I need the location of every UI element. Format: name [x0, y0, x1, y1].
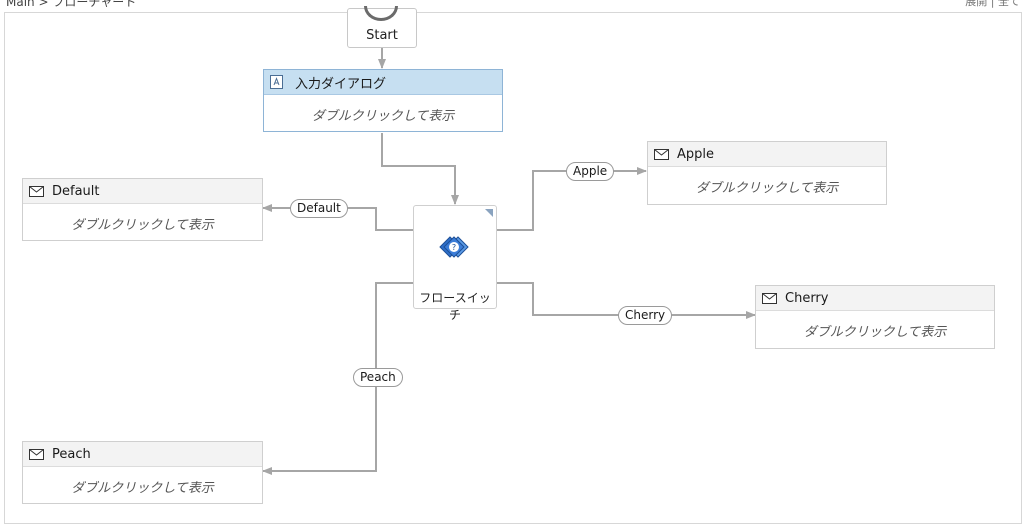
envelope-icon: [654, 148, 669, 160]
input-dialog-activity[interactable]: 入力ダイアログ ダブルクリックして表示: [263, 69, 503, 132]
svg-text:?: ?: [452, 243, 456, 252]
flow-switch-icon: ?: [439, 236, 469, 258]
peach-title: Peach: [52, 446, 91, 462]
default-title: Default: [52, 183, 100, 199]
envelope-icon: [762, 292, 777, 304]
cherry-header[interactable]: Cherry: [756, 286, 994, 311]
peach-header[interactable]: Peach: [23, 442, 262, 467]
case-label-apple[interactable]: Apple: [566, 162, 615, 181]
input-dialog-title: 入力ダイアログ: [295, 76, 387, 92]
case-label-default[interactable]: Default: [290, 199, 348, 218]
envelope-icon: [29, 185, 44, 197]
breadcrumb[interactable]: Main > フローチャート: [6, 0, 137, 9]
case-label-peach[interactable]: Peach: [353, 368, 403, 387]
switch-corner-marker: [485, 209, 493, 217]
start-label: Start: [366, 28, 398, 43]
cherry-hint: ダブルクリックして表示: [803, 325, 947, 340]
dialog-icon: [270, 75, 283, 89]
cherry-title: Cherry: [785, 290, 829, 306]
peach-hint: ダブルクリックして表示: [71, 481, 214, 496]
header-controls[interactable]: 展開 | 全て: [965, 0, 1020, 8]
flow-switch-label: フロースイッチ: [419, 291, 491, 322]
message-box-apple[interactable]: Apple ダブルクリックして表示: [647, 141, 887, 205]
flowchart-canvas[interactable]: [4, 12, 1022, 524]
input-dialog-hint: ダブルクリックして表示: [311, 109, 455, 124]
start-node[interactable]: Start: [347, 6, 417, 48]
apple-hint: ダブルクリックして表示: [695, 181, 839, 196]
flow-switch-node[interactable]: ? フロースイッチ: [413, 205, 497, 322]
default-header[interactable]: Default: [23, 179, 262, 204]
message-box-cherry[interactable]: Cherry ダブルクリックして表示: [755, 285, 995, 349]
apple-title: Apple: [677, 146, 715, 162]
input-dialog-header[interactable]: 入力ダイアログ: [264, 70, 502, 95]
message-box-default[interactable]: Default ダブルクリックして表示: [22, 178, 263, 241]
default-hint: ダブルクリックして表示: [71, 218, 214, 233]
case-label-cherry[interactable]: Cherry: [618, 306, 673, 325]
apple-header[interactable]: Apple: [648, 142, 886, 167]
message-box-peach[interactable]: Peach ダブルクリックして表示: [22, 441, 263, 504]
designer-header: Main > フローチャート 展開 | 全て: [0, 0, 1024, 10]
envelope-icon: [29, 448, 44, 460]
